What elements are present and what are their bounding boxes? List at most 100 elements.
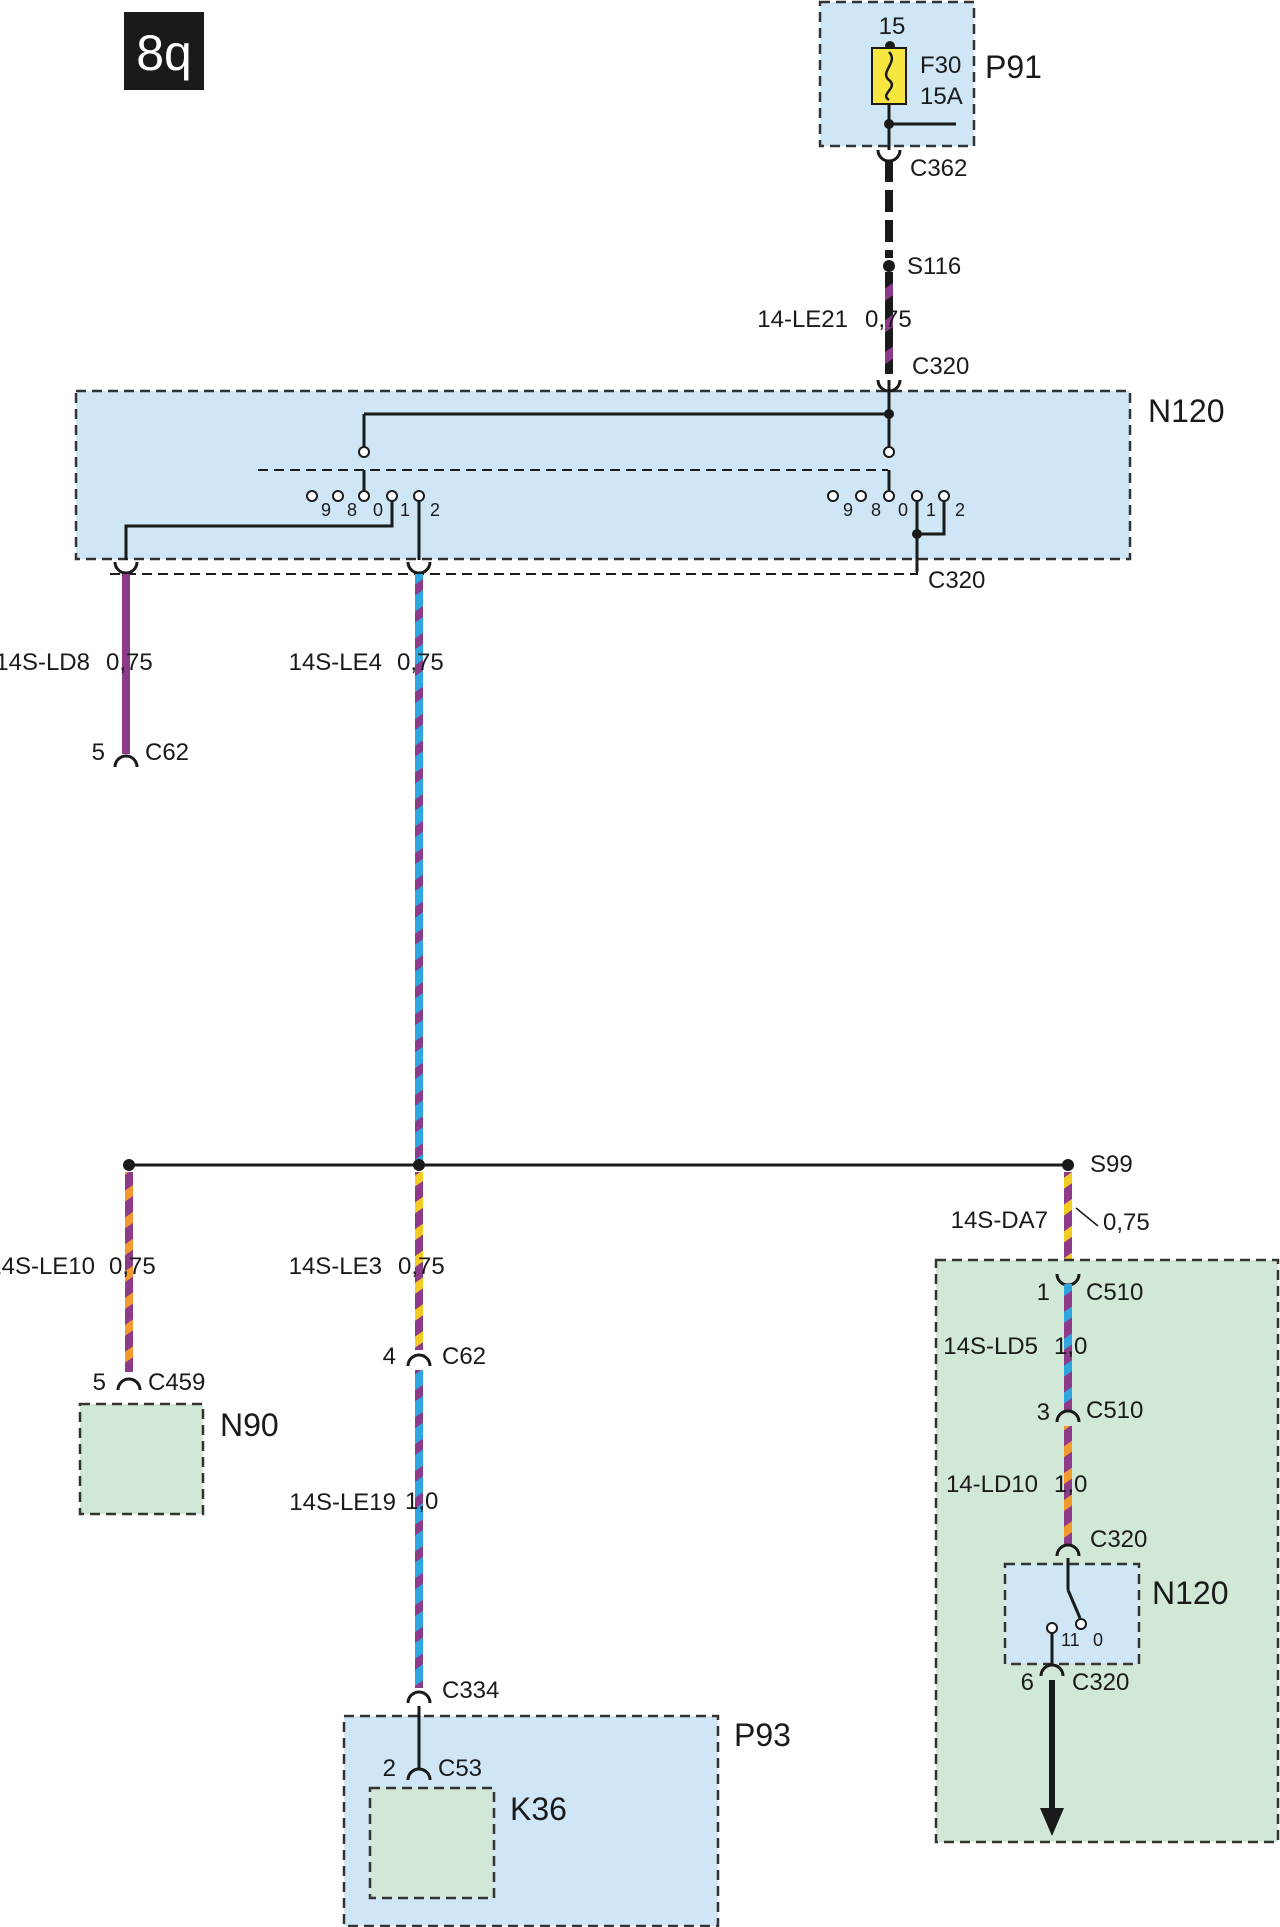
c53-connector-icon <box>406 1767 432 1781</box>
wire-14-le21-id: 14-LE21 <box>757 306 848 333</box>
wire-14s-le3-id: 14S-LE3 <box>289 1253 382 1280</box>
c62-a-connector-icon <box>113 754 139 768</box>
right-switch-pivot <box>883 446 895 458</box>
k36-box <box>368 1786 496 1900</box>
right-switch: 9 8 0 1 2 <box>827 490 965 520</box>
wire-14-le21-size: 0,75 <box>865 306 912 333</box>
c510-b-label: C510 <box>1086 1397 1143 1424</box>
k36-label: K36 <box>510 1791 567 1827</box>
left-contact-1 <box>386 490 398 502</box>
bus-dot-left <box>123 1159 135 1171</box>
right-pos-2: 2 <box>955 500 965 520</box>
page-id-badge: 8q <box>124 12 204 90</box>
arrow-down-icon <box>1040 1808 1064 1836</box>
c320-d-connector-icon <box>1039 1663 1065 1677</box>
wire-14s-le19 <box>415 1370 423 1688</box>
wire-14s-ld8-size: 0,75 <box>106 649 153 676</box>
wire-14-ld10-id: 14-LD10 <box>946 1471 1038 1498</box>
right-module-box <box>934 1258 1280 1844</box>
wire-14s-da7-size: 0,75 <box>1103 1209 1150 1236</box>
c62-a-pin: 5 <box>92 739 105 766</box>
right-pos-0: 0 <box>898 500 908 520</box>
p93-label: P93 <box>734 1717 791 1753</box>
left-pos-0: 0 <box>373 500 383 520</box>
c510-b-pin: 3 <box>1037 1399 1050 1426</box>
n120-bottom-contact-0 <box>1075 1618 1087 1630</box>
left-switch: 9 8 0 1 2 <box>306 490 440 520</box>
page-id: 8q <box>136 25 192 81</box>
wire-14s-da7-id: 14S-DA7 <box>951 1207 1048 1234</box>
right-pos-9: 9 <box>843 500 853 520</box>
right-pos-8: 8 <box>871 500 881 520</box>
left-pos-8: 8 <box>347 500 357 520</box>
wire-14-ld10 <box>1064 1426 1072 1544</box>
c62-b-pin: 4 <box>383 1343 396 1370</box>
wire-14s-ld8-id: 14S-LD8 <box>0 649 90 676</box>
n120-bottom-label: N120 <box>1152 1575 1229 1611</box>
c320-d-label: C320 <box>1072 1669 1129 1696</box>
n120-top-box <box>74 389 1132 561</box>
c320-bottom-outline <box>110 572 918 575</box>
wire-14s-le10 <box>125 1172 133 1372</box>
left-contact-9 <box>306 490 318 502</box>
wire-14s-ld5 <box>1064 1284 1072 1410</box>
c320-d-pin: 6 <box>1021 1669 1034 1696</box>
fuse-element-icon <box>884 51 894 102</box>
right-contact-2 <box>938 490 950 502</box>
c62-b-label: C62 <box>442 1343 486 1370</box>
wire-14s-ld8 <box>122 574 130 754</box>
wire-14s-le10-id: 14S-LE10 <box>0 1253 95 1280</box>
c334-connector-icon <box>406 1690 432 1704</box>
c362-label: C362 <box>910 155 967 182</box>
wire-14-ld10-size: 1,0 <box>1054 1471 1087 1498</box>
left-pos-1: 1 <box>400 500 410 520</box>
fuse-name: F30 <box>920 52 961 79</box>
left-contact-8 <box>332 490 344 502</box>
c53-pin: 2 <box>383 1755 396 1782</box>
wire-14s-le3 <box>415 1172 423 1350</box>
wire-14s-le3-size: 0,75 <box>398 1253 445 1280</box>
c320-bottom-label: C320 <box>928 567 985 594</box>
s116-label: S116 <box>907 253 961 280</box>
c62-b-connector-icon <box>406 1353 432 1367</box>
s116-splice-dot <box>883 260 895 272</box>
bottom-pos-0: 0 <box>1093 1630 1103 1650</box>
left-contact-2 <box>413 490 425 502</box>
n120-bottom-lever <box>1066 1589 1082 1619</box>
fuse-body <box>871 47 907 105</box>
n90-box <box>78 1402 205 1516</box>
c510-a-pin: 1 <box>1037 1279 1050 1306</box>
c320-c-label: C320 <box>1090 1526 1147 1553</box>
wire-14s-le4-size: 0,75 <box>397 649 444 676</box>
wire-14-le21 <box>885 272 893 374</box>
n120-bottom-box <box>1003 1562 1141 1666</box>
c459-connector-icon <box>116 1377 142 1391</box>
wire-14s-da7 <box>1064 1172 1072 1276</box>
c334-label: C334 <box>442 1677 499 1704</box>
wire-14s-ld5-size: 1,0 <box>1054 1333 1087 1360</box>
s99-splice-dot <box>1062 1159 1074 1171</box>
c510-b-connector-icon <box>1055 1409 1081 1423</box>
left-switch-out-1 <box>124 501 394 560</box>
c62-a-label: C62 <box>145 739 189 766</box>
right-contact-9 <box>827 490 839 502</box>
left-switch-pivot <box>358 446 370 458</box>
right-switch-bridge <box>915 501 946 536</box>
c320-pin-mid-icon <box>406 561 432 575</box>
s99-label: S99 <box>1090 1151 1133 1178</box>
right-pos-1: 1 <box>926 500 936 520</box>
bus-dot-mid <box>413 1159 425 1171</box>
c320-pin-left-icon <box>113 561 139 575</box>
right-contact-8 <box>855 490 867 502</box>
n120-bottom-contact-11 <box>1046 1622 1058 1634</box>
wire-14s-da7-leader <box>1075 1207 1099 1227</box>
wire-14s-le4-id: 14S-LE4 <box>289 649 382 676</box>
fuse-rating: 15A <box>920 83 963 110</box>
n120-top-label: N120 <box>1148 393 1225 429</box>
c320-c-connector-icon <box>1055 1543 1081 1557</box>
c53-label: C53 <box>438 1755 482 1782</box>
c510-a-label: C510 <box>1086 1279 1143 1306</box>
c459-label: C459 <box>148 1369 205 1396</box>
right-contact-1 <box>911 490 923 502</box>
p91-label: P91 <box>985 49 1042 85</box>
